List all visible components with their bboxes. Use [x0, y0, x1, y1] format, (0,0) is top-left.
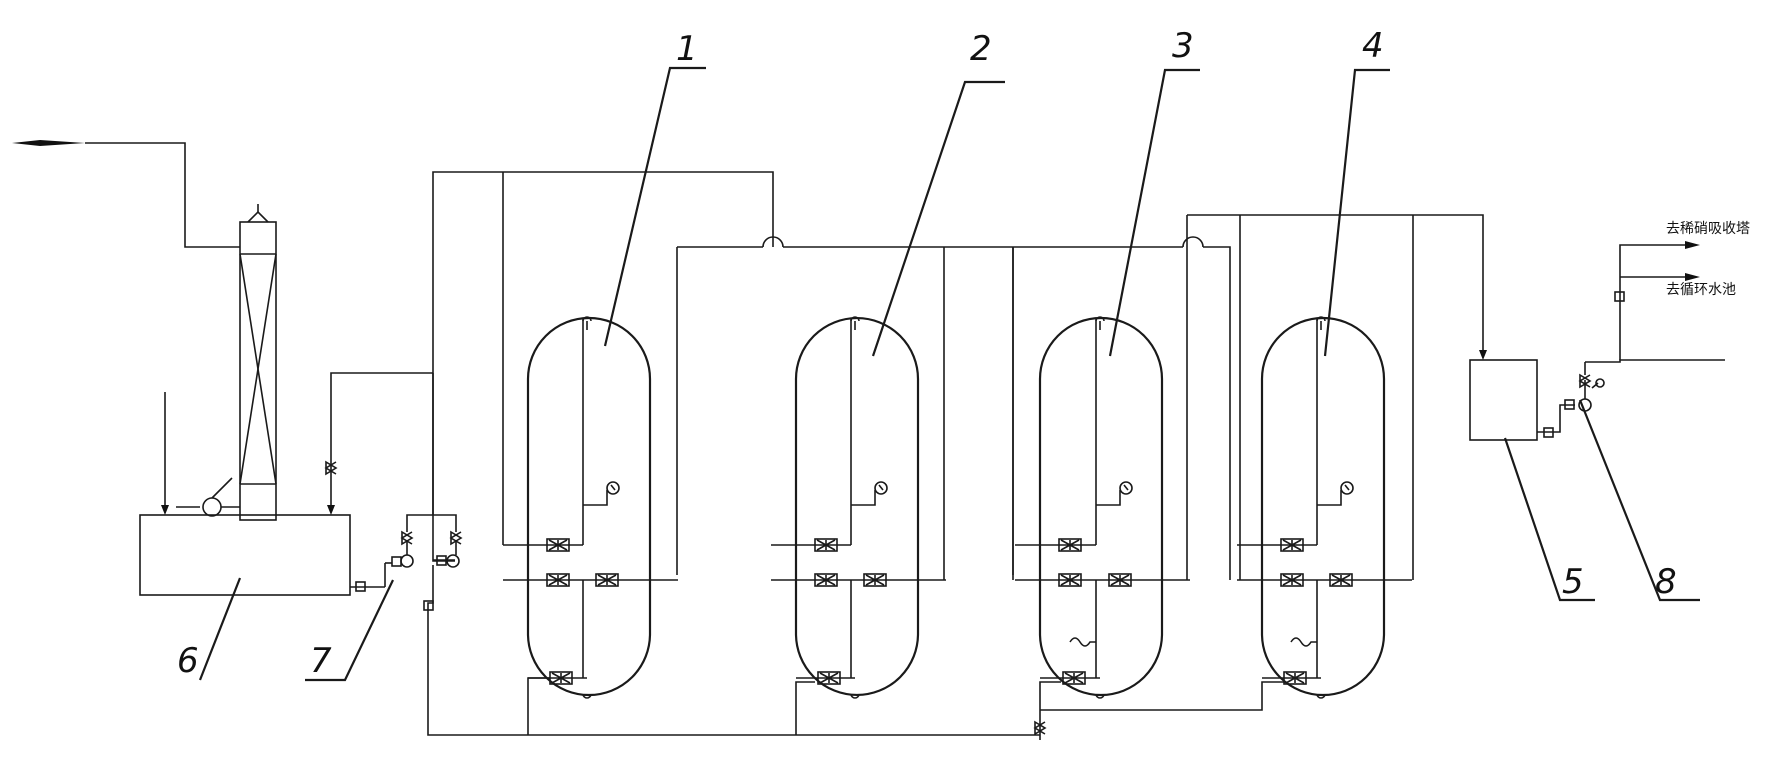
- valve-icon: [863, 573, 887, 587]
- callout-leaders: [198, 66, 1700, 682]
- outlet-label-absorber: 去稀硝吸收塔: [1666, 221, 1750, 237]
- adsorber-vessel-3: [1015, 316, 1190, 699]
- valve-icon: [595, 573, 619, 587]
- pump-unit-7: [350, 514, 463, 592]
- recycle-line: [324, 372, 433, 515]
- valve-icon: [1062, 671, 1086, 685]
- outlet-lines: [1614, 241, 1700, 360]
- valve-icon: [814, 573, 838, 587]
- inlet-arrow: [12, 140, 240, 248]
- pressure-gauge-icon: [1119, 481, 1133, 495]
- heater-coil-icon: [1290, 637, 1317, 647]
- valve-icon: [1108, 573, 1132, 587]
- valve-icon: [1058, 573, 1082, 587]
- adsorber-vessel-2: [771, 316, 946, 699]
- scrubber-tower: [239, 204, 277, 521]
- callout-6: 6: [177, 641, 199, 681]
- callout-5: 5: [1562, 562, 1584, 602]
- tank-5: [1469, 359, 1575, 441]
- pressure-gauge-icon: [874, 481, 888, 495]
- adsorber-vessel-4: [1237, 316, 1412, 699]
- pressure-gauge-icon: [606, 481, 620, 495]
- top-manifold: [676, 214, 1487, 580]
- outlet-label-water-pool: 去循环水池: [1666, 282, 1736, 298]
- heater-coil-icon: [1069, 637, 1096, 647]
- pressure-gauge-icon: [1340, 481, 1354, 495]
- callout-7: 7: [310, 641, 332, 681]
- valve-icon: [546, 573, 570, 587]
- callout-2: 2: [970, 29, 992, 69]
- valve-icon: [1329, 573, 1353, 587]
- bottom-return: [527, 677, 1285, 740]
- pump-8: [1578, 359, 1725, 412]
- tank-6: [139, 392, 351, 596]
- callout-4: 4: [1362, 26, 1384, 66]
- valve-icon: [1280, 538, 1304, 552]
- main-header: [423, 171, 1040, 736]
- valve-icon: [1058, 538, 1082, 552]
- callout-3: 3: [1172, 26, 1194, 66]
- adsorber-vessel-1: [503, 316, 678, 699]
- valve-icon: [817, 671, 841, 685]
- valve-icon: [546, 538, 570, 552]
- callout-1: 1: [676, 29, 698, 69]
- callout-8: 8: [1655, 562, 1677, 602]
- valve-icon: [1280, 573, 1304, 587]
- valve-icon: [814, 538, 838, 552]
- valve-icon: [1283, 671, 1307, 685]
